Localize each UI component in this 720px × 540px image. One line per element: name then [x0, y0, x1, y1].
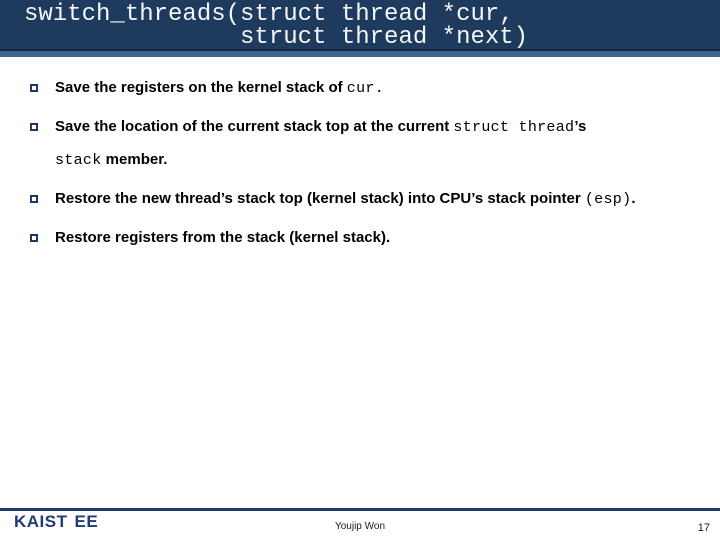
- inline-code: (esp): [584, 191, 632, 208]
- text-segment: Save the location of the current stack t…: [55, 118, 454, 135]
- text-segment: Restore the new thread’s stack top (kern…: [55, 190, 585, 207]
- text-segment: Save the registers on the kernel stack o…: [55, 79, 347, 96]
- kaist-logo-text: KAIST: [14, 512, 68, 531]
- bullet-square-icon: [30, 195, 38, 203]
- inline-code: cur.: [346, 80, 385, 97]
- title-bar-accent-strip: [0, 51, 720, 57]
- bullet-square-icon: [30, 84, 38, 92]
- text-segment: .: [631, 190, 636, 207]
- bullet-item: Restore the new thread’s stack top (kern…: [0, 183, 720, 216]
- text-segment: member.: [101, 151, 168, 168]
- text-segment: Restore registers from the stack (kernel…: [55, 229, 391, 246]
- footer-rule: [0, 508, 720, 511]
- bullet-item: Restore registers from the stack (kernel…: [0, 222, 720, 254]
- bullet-square-icon: [30, 234, 38, 242]
- bullet-item: Save the location of the current stack t…: [0, 111, 720, 177]
- page-number: 17: [697, 522, 710, 534]
- bullet-text: Restore the new thread’s stack top (kern…: [55, 190, 636, 208]
- bullet-text: Save the registers on the kernel stack o…: [55, 79, 385, 97]
- slide-title-line1: switch_threads(struct thread *cur,: [24, 1, 514, 28]
- kaist-ee-logo: KAIST EE: [14, 512, 98, 532]
- bullet-text: Restore registers from the stack (kernel…: [55, 229, 390, 246]
- text-segment: ’s: [574, 118, 587, 135]
- footer-author: Youjip Won: [334, 521, 386, 532]
- slide-title-line2: struct thread *next): [240, 24, 529, 51]
- slide-title-bar: switch_threads(struct thread *cur, struc…: [0, 0, 720, 51]
- ee-logo-text: EE: [74, 512, 99, 531]
- inline-code: struct thread: [453, 119, 575, 136]
- bullet-text: Save the location of the current stack t…: [55, 118, 587, 169]
- title-bar-shadow-line: [0, 49, 720, 51]
- slide-body: Save the registers on the kernel stack o…: [0, 72, 720, 254]
- bullet-item: Save the registers on the kernel stack o…: [0, 72, 720, 105]
- inline-code: stack: [55, 152, 102, 169]
- bullet-list: Save the registers on the kernel stack o…: [0, 72, 720, 254]
- bullet-square-icon: [30, 123, 38, 131]
